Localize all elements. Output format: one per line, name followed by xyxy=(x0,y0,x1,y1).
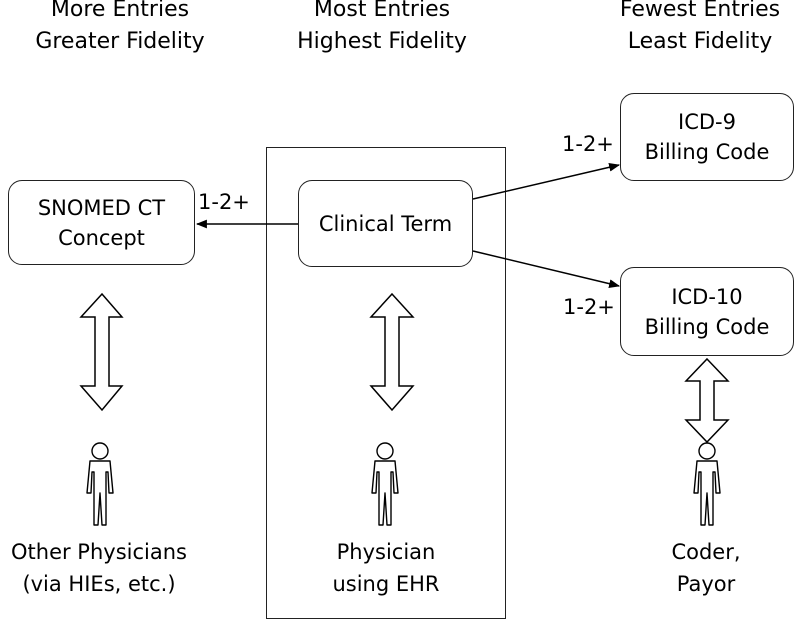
node-icd9-line2: Billing Code xyxy=(644,140,770,164)
actor-label-physician: Physician using EHR xyxy=(266,536,506,600)
actor-left-line1: Other Physicians xyxy=(11,540,187,564)
person-icon-left xyxy=(86,442,114,526)
edge-label-icd10: 1-2+ xyxy=(563,295,615,319)
column-header-right-line1: Fewest Entries xyxy=(619,0,781,22)
person-icon-center xyxy=(371,442,399,526)
node-clinical-line1: Clinical Term xyxy=(318,211,453,236)
column-header-left-line2: Greater Fidelity xyxy=(35,29,205,54)
column-header-left: More Entries Greater Fidelity xyxy=(0,0,240,58)
column-header-right: Fewest Entries Least Fidelity xyxy=(580,0,800,58)
double-arrow-right-icon xyxy=(684,357,730,444)
actor-label-coder-payor: Coder, Payor xyxy=(586,536,800,600)
physician-ehr-frame xyxy=(266,147,506,619)
column-header-center: Most Entries Highest Fidelity xyxy=(262,0,502,58)
column-header-center-line1: Most Entries xyxy=(313,0,451,22)
edge-label-snomed: 1-2+ xyxy=(198,190,250,214)
node-snomed-ct-concept: SNOMED CT Concept xyxy=(8,180,195,265)
node-icd9-line1: ICD-9 xyxy=(678,110,736,134)
actor-right-line1: Coder, xyxy=(671,540,741,564)
double-arrow-left-icon xyxy=(79,292,124,412)
node-icd10-line1: ICD-10 xyxy=(671,284,743,309)
node-snomed-line1: SNOMED CT xyxy=(37,195,166,220)
actor-left-line2: (via HIEs, etc.) xyxy=(22,572,176,596)
actor-center-line2: using EHR xyxy=(332,572,440,596)
node-icd9-billing-code: ICD-9 Billing Code xyxy=(620,93,794,181)
column-header-right-line2: Least Fidelity xyxy=(627,29,773,54)
node-clinical-term: Clinical Term xyxy=(298,180,473,267)
actor-label-other-physicians: Other Physicians (via HIEs, etc.) xyxy=(0,536,219,600)
double-arrow-center-icon xyxy=(369,292,415,412)
column-header-center-line2: Highest Fidelity xyxy=(297,29,467,54)
edge-label-icd9: 1-2+ xyxy=(562,132,614,156)
node-icd10-line2: Billing Code xyxy=(644,314,770,339)
edge-clinical-to-icd9 xyxy=(472,162,621,200)
node-icd10-billing-code: ICD-10 Billing Code xyxy=(620,267,794,356)
person-icon-right xyxy=(693,442,721,526)
actor-center-line1: Physician xyxy=(336,540,436,564)
actor-right-line2: Payor xyxy=(676,572,736,596)
column-header-left-line1: More Entries xyxy=(50,0,190,22)
edge-clinical-to-icd10 xyxy=(472,250,621,288)
node-snomed-line2: Concept xyxy=(58,225,145,250)
